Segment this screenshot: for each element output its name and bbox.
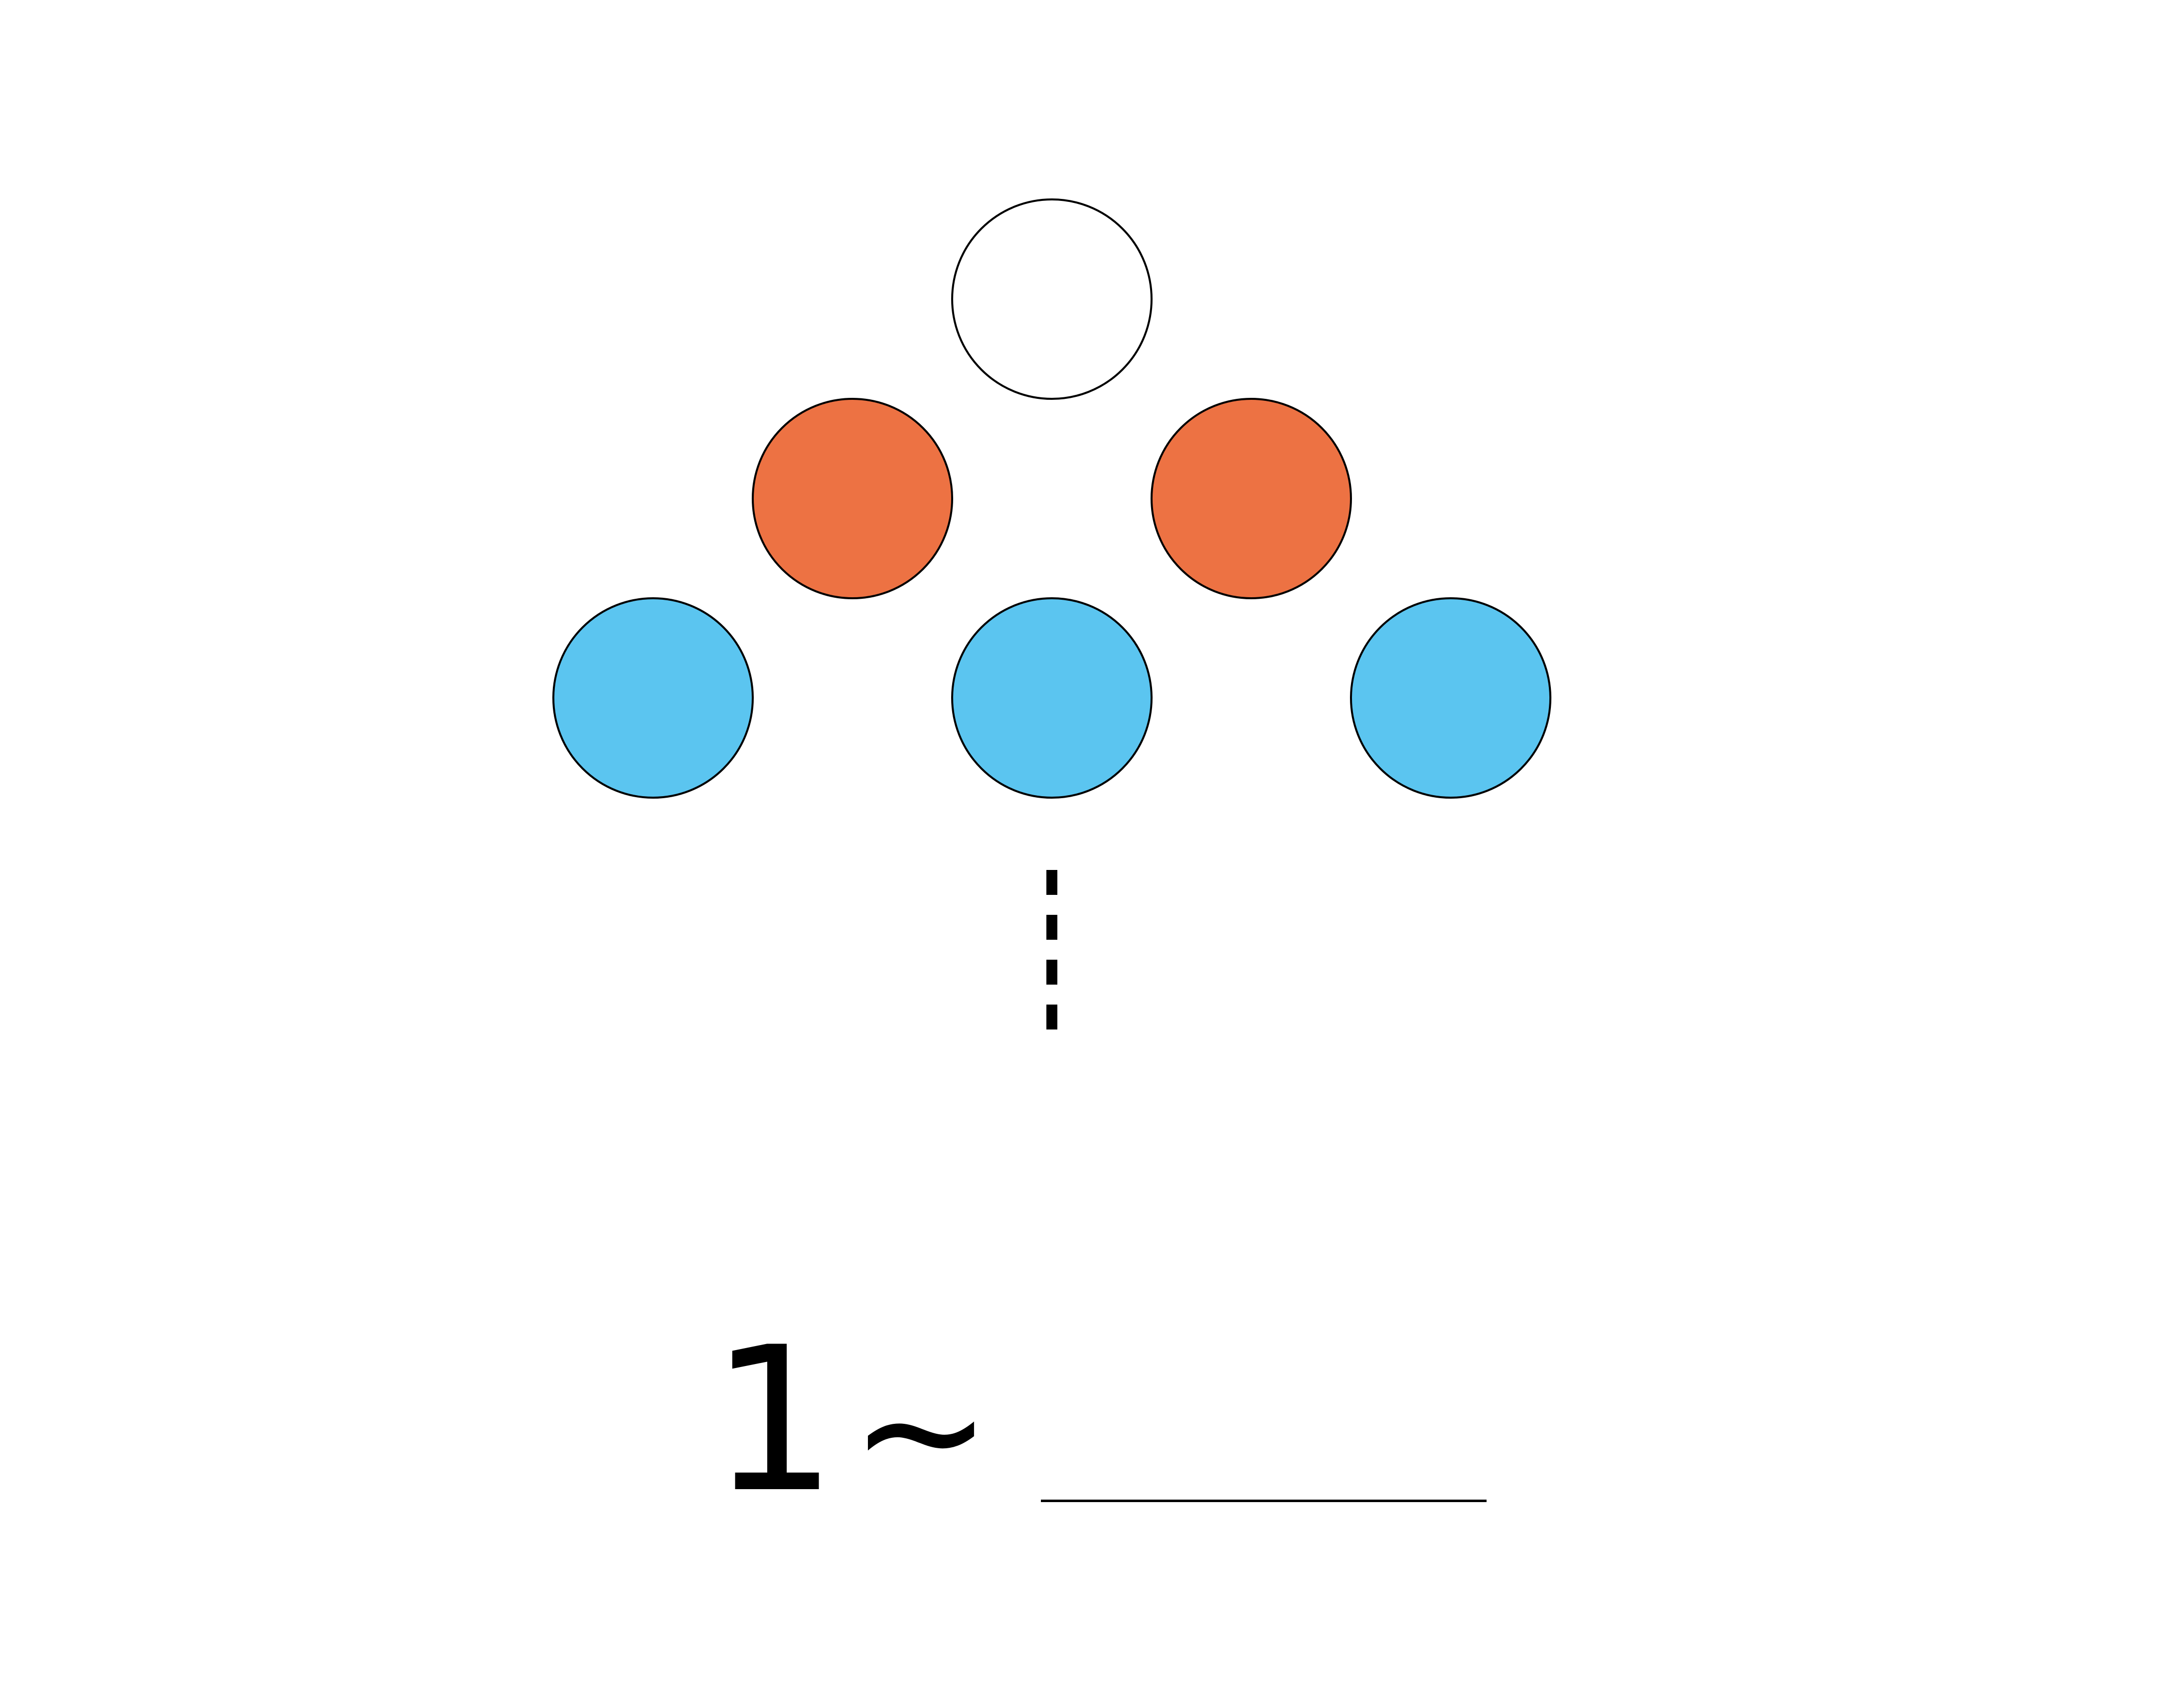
circle-row1-item1: [951, 198, 1153, 400]
expression-start-number: 1: [710, 1305, 838, 1537]
circle-row2-item2: [1151, 398, 1352, 599]
expression-tilde: ~: [850, 1332, 992, 1530]
circle-row2-item1: [752, 398, 953, 599]
circle-row3-item3: [1350, 597, 1551, 799]
circle-row3-item1: [552, 597, 754, 799]
answer-blank[interactable]: [1041, 1500, 1487, 1502]
circle-row3-item2: [951, 597, 1153, 799]
